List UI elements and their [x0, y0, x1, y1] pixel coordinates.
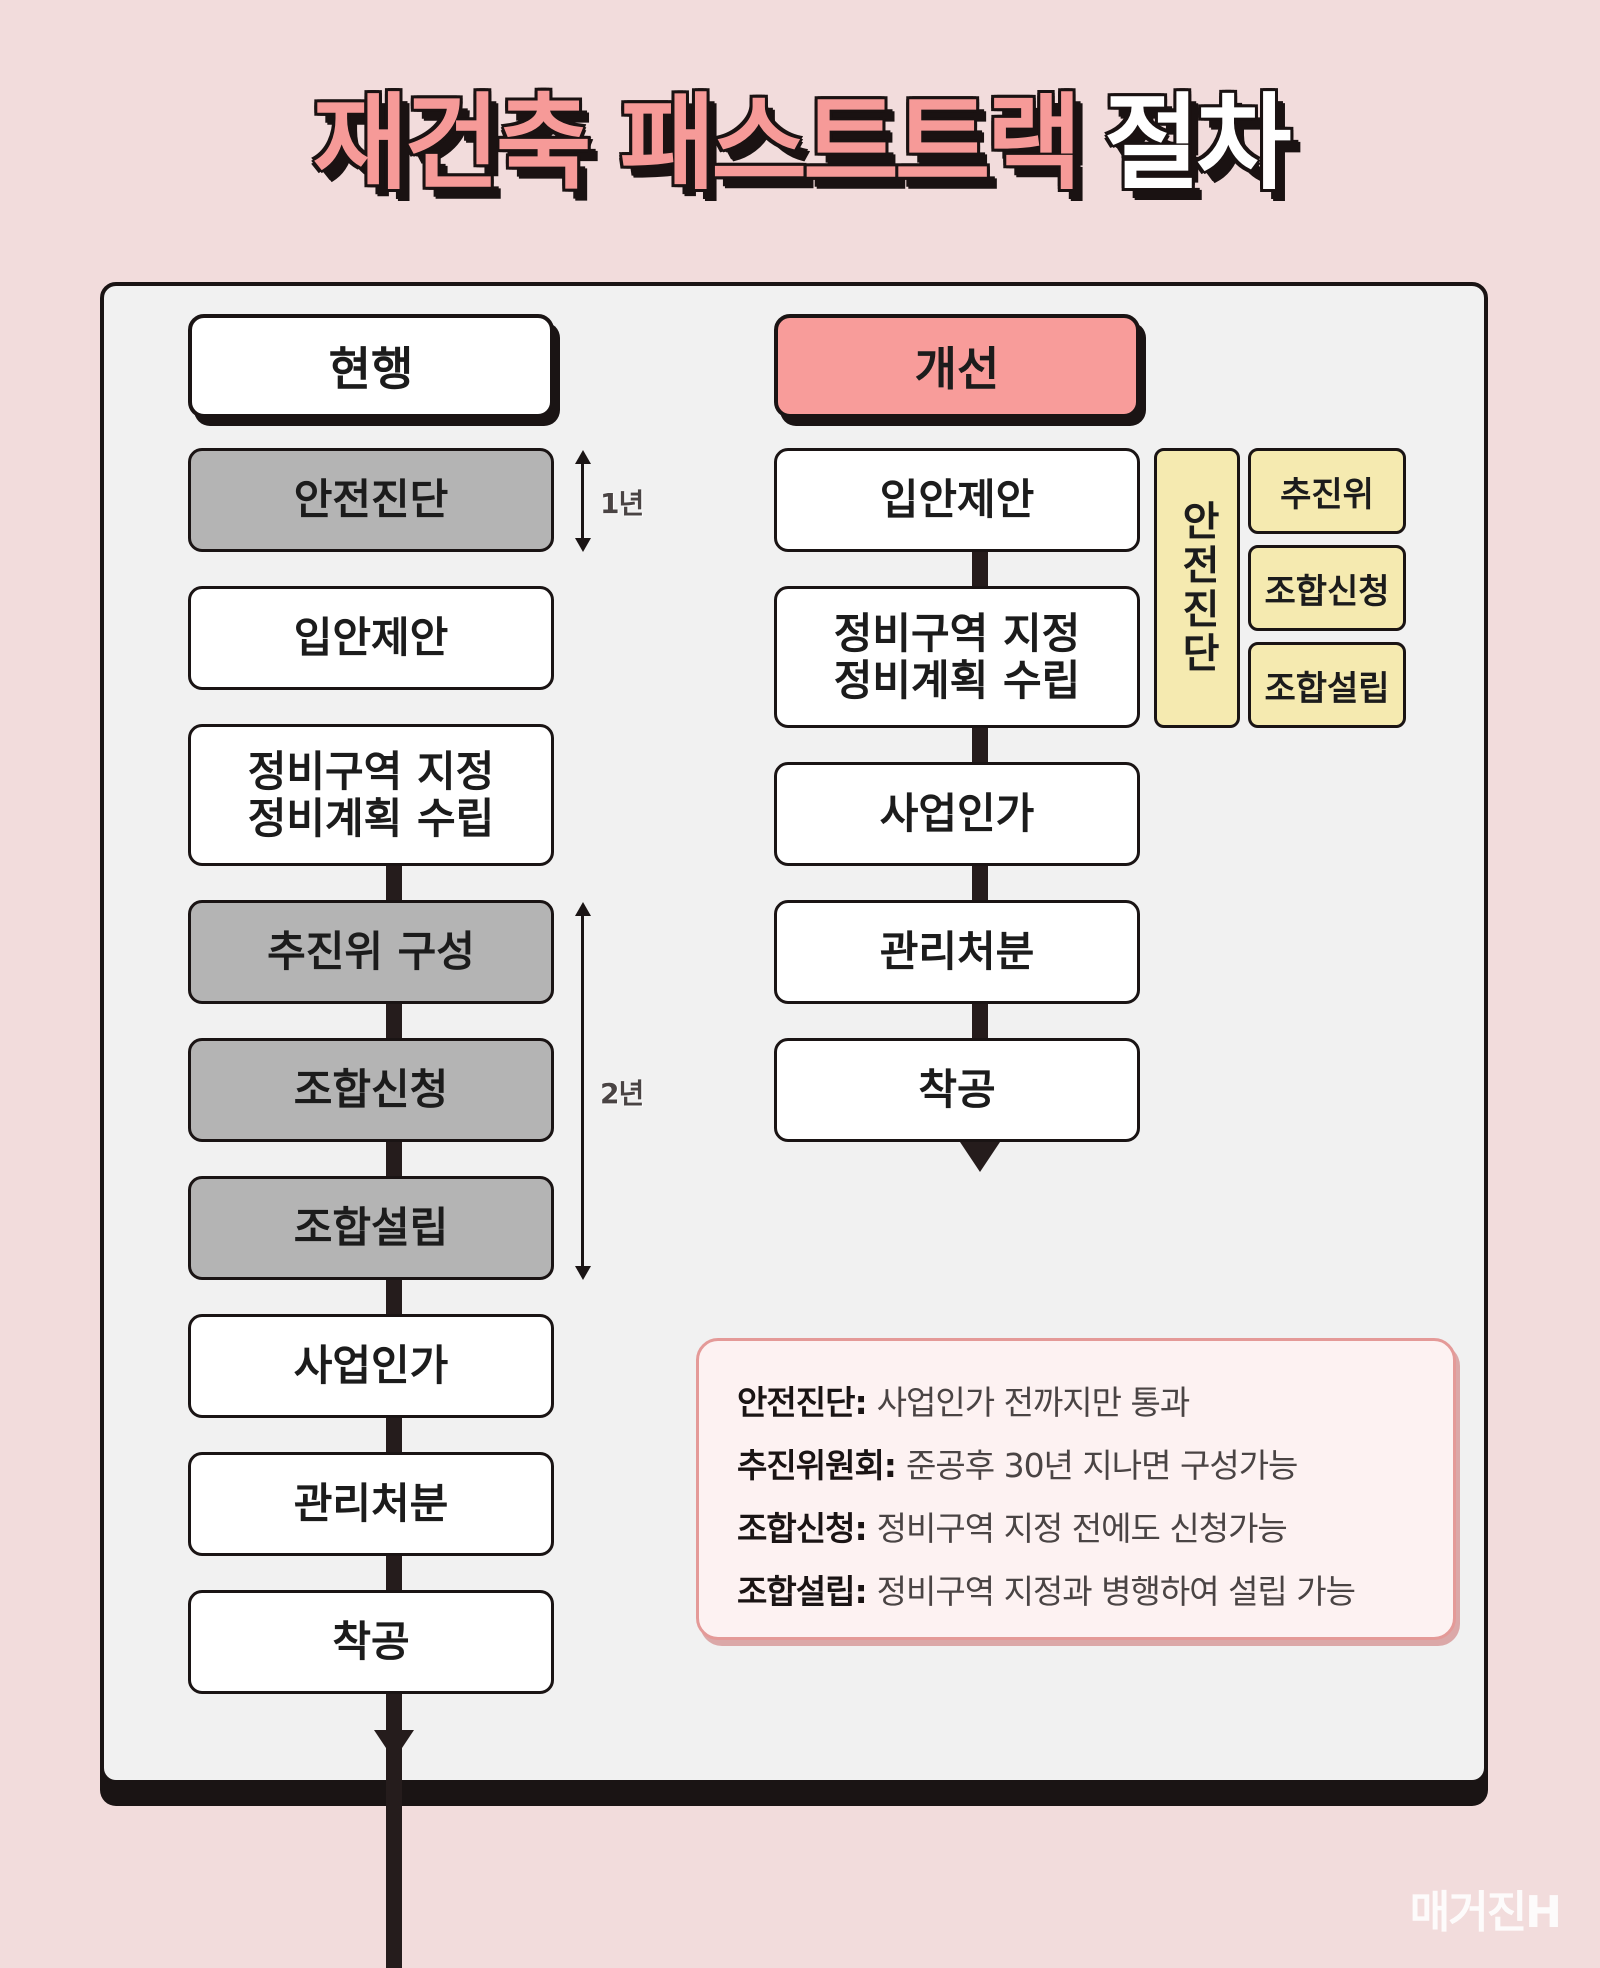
- parallel-item-label: 조합설립: [1264, 668, 1390, 709]
- improved-step: 사업인가: [774, 762, 1140, 866]
- parallel-item: 조합설립: [1248, 642, 1406, 728]
- step-label: 정비계획 수립: [833, 656, 1081, 705]
- step-label: 조합신청: [293, 1065, 449, 1115]
- note-text: 준공후 30년 지나면 구성가능: [906, 1446, 1298, 1485]
- step-label: 입안제안: [293, 613, 449, 663]
- improved-flow-arrow: [960, 1142, 1000, 1172]
- current-step: 관리처분: [188, 1452, 554, 1556]
- improved-step: 관리처분: [774, 900, 1140, 1004]
- current-step: 정비구역 지정 정비계획 수립: [188, 724, 554, 866]
- step-label: 사업인가: [293, 1341, 449, 1391]
- improved-step: 착공: [774, 1038, 1140, 1142]
- parallel-item: 조합신청: [1248, 545, 1406, 631]
- current-flow-arrow: [374, 1730, 414, 1760]
- duration-bracket: [581, 462, 584, 540]
- improved-header-label: 개선: [914, 342, 1000, 396]
- step-label: 착공: [332, 1617, 410, 1667]
- note-line: 안전진단:사업인가 전까지만 통과: [737, 1371, 1453, 1434]
- parallel-item-label: 조합신청: [1264, 571, 1390, 612]
- step-label: 정비구역 지정: [247, 746, 495, 796]
- duration-label: 2년: [600, 1077, 644, 1110]
- duration-arrow-up-icon: [575, 450, 591, 464]
- title-suffix: 절차: [1104, 82, 1291, 204]
- step-label: 관리처분: [293, 1479, 449, 1529]
- current-step: 사업인가: [188, 1314, 554, 1418]
- note-key: 조합신청:: [737, 1509, 868, 1548]
- duration-bracket: [581, 914, 584, 1268]
- note-text: 정비구역 지정 전에도 신청가능: [876, 1509, 1288, 1548]
- step-label: 입안제안: [879, 475, 1035, 525]
- current-step: 입안제안: [188, 586, 554, 690]
- step-label: 정비계획 수립: [247, 794, 495, 843]
- note-line: 조합설립:정비구역 지정과 병행하여 설립 가능: [737, 1560, 1453, 1623]
- current-step: 조합신청: [188, 1038, 554, 1142]
- note-key: 추진위원회:: [737, 1446, 897, 1485]
- duration-arrow-up-icon: [575, 902, 591, 916]
- current-step: 안전진단: [188, 448, 554, 552]
- parallel-item-label: 추진위: [1280, 474, 1374, 515]
- parallel-item: 추진위: [1248, 448, 1406, 534]
- note-line: 추진위원회:준공후 30년 지나면 구성가능: [737, 1434, 1453, 1497]
- improved-header: 개선: [774, 314, 1140, 418]
- step-label: 조합설립: [293, 1203, 449, 1253]
- step-label: 추진위 구성: [267, 927, 475, 977]
- flow-panel: 현행 안전진단 입안제안 정비구역 지정 정비계획 수립 추진위 구성 조합신청…: [100, 282, 1488, 1968]
- current-step: 조합설립: [188, 1176, 554, 1280]
- notes-box: 안전진단:사업인가 전까지만 통과 추진위원회:준공후 30년 지나면 구성가능…: [696, 1338, 1456, 1640]
- duration-arrow-down-icon: [575, 538, 591, 552]
- current-step: 추진위 구성: [188, 900, 554, 1004]
- current-header-label: 현행: [328, 342, 414, 396]
- duration-arrow-down-icon: [575, 1266, 591, 1280]
- step-label: 착공: [918, 1065, 996, 1115]
- note-text: 정비구역 지정과 병행하여 설립 가능: [876, 1572, 1356, 1611]
- note-key: 안전진단:: [737, 1383, 868, 1422]
- note-text: 사업인가 전까지만 통과: [876, 1383, 1191, 1422]
- note-line: 조합신청:정비구역 지정 전에도 신청가능: [737, 1497, 1453, 1560]
- title-highlight: 재건축 패스트트랙: [312, 82, 1082, 204]
- page-title: 재건축 패스트트랙 절차: [0, 68, 1600, 218]
- step-label: 사업인가: [879, 789, 1035, 839]
- improved-step: 입안제안: [774, 448, 1140, 552]
- brand-logo: 매거진H: [1409, 1887, 1562, 1938]
- step-label: 정비구역 지정: [833, 608, 1081, 658]
- parallel-safety-check: 안전진단: [1154, 448, 1240, 728]
- step-label: 안전진단: [293, 475, 449, 525]
- note-key: 조합설립:: [737, 1572, 868, 1611]
- current-step: 착공: [188, 1590, 554, 1694]
- step-label: 관리처분: [879, 927, 1035, 977]
- duration-label: 1년: [600, 487, 644, 520]
- parallel-safety-check-label: 안전진단: [1174, 500, 1220, 676]
- current-header: 현행: [188, 314, 554, 418]
- improved-step: 정비구역 지정 정비계획 수립: [774, 586, 1140, 728]
